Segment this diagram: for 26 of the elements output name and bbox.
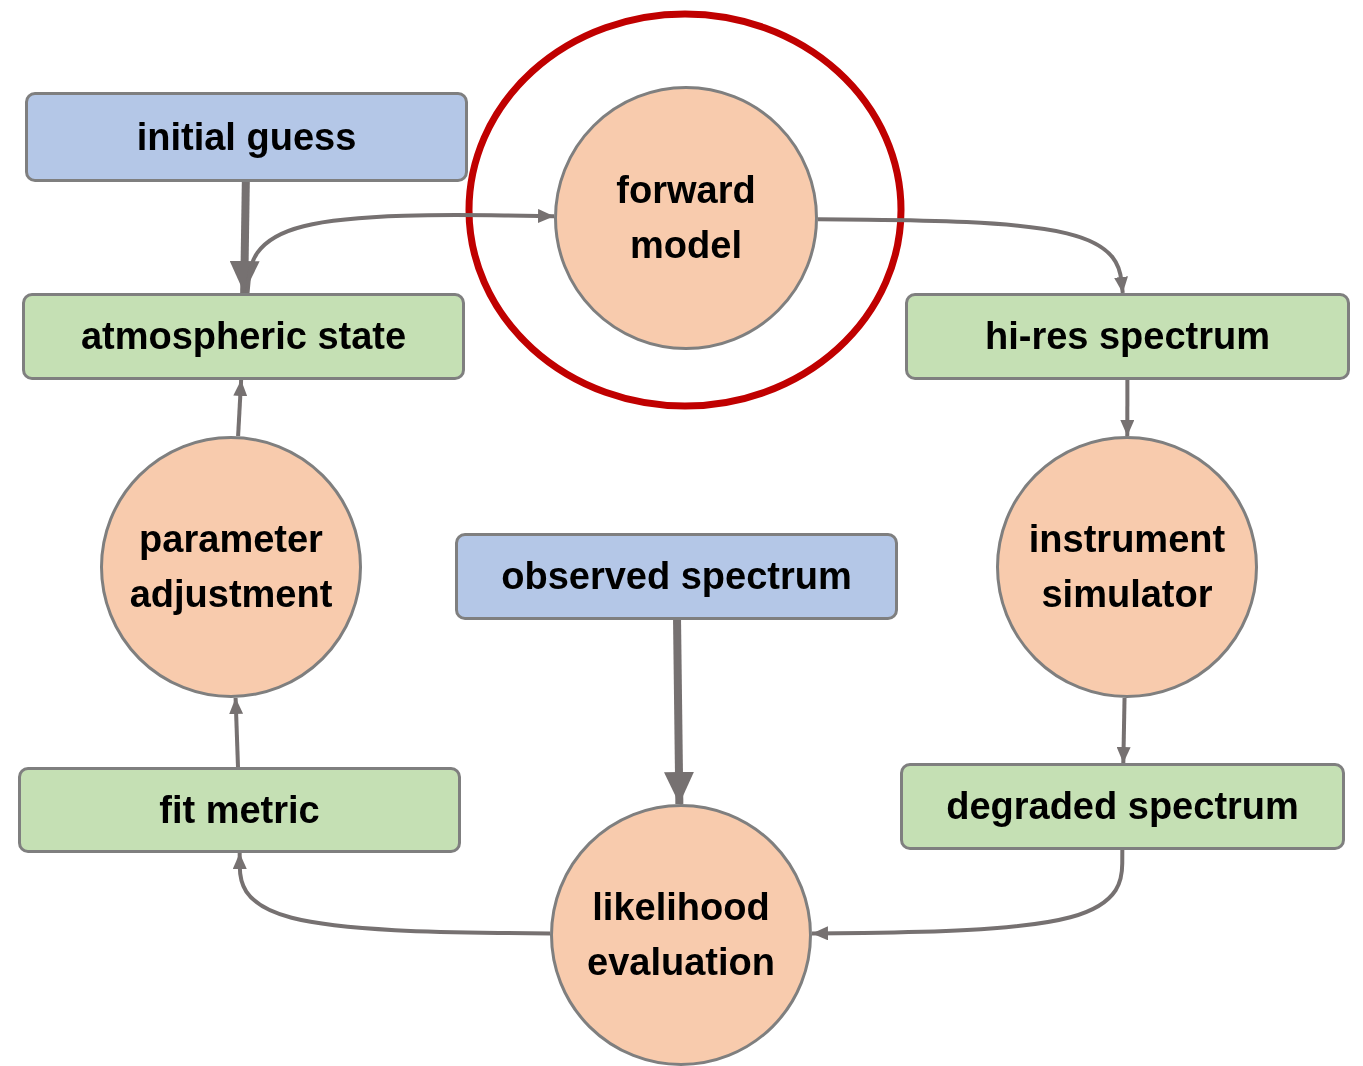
- process-box: [905, 293, 1350, 380]
- process-box: [22, 293, 465, 380]
- process-box: [25, 92, 468, 182]
- node-label: instrument simulator: [1027, 516, 1227, 617]
- node-label: degraded spectrum: [946, 785, 1299, 828]
- process-box: [18, 767, 461, 853]
- arrow: [1120, 380, 1135, 436]
- node-label: likelihood evaluation: [586, 884, 776, 985]
- node-label: atmospheric state: [80, 315, 407, 358]
- process-box: [455, 533, 898, 620]
- process-box: [900, 763, 1345, 850]
- arrow: [817, 217, 1128, 294]
- arrow: [663, 619, 694, 805]
- arrow: [229, 181, 260, 294]
- node-label: fit metric: [159, 788, 320, 832]
- node-label: hi-res spectrum: [984, 315, 1271, 358]
- node-label: initial guess: [136, 115, 357, 159]
- arrow: [232, 853, 551, 936]
- arrow: [233, 379, 248, 437]
- node-label: parameter adjustment: [128, 516, 334, 617]
- arrow: [1116, 697, 1131, 764]
- arrow: [229, 697, 244, 768]
- node-label: forward model: [615, 167, 757, 268]
- arrow: [245, 208, 555, 294]
- arrow: [811, 850, 1125, 941]
- node-label: observed spectrum: [501, 555, 852, 598]
